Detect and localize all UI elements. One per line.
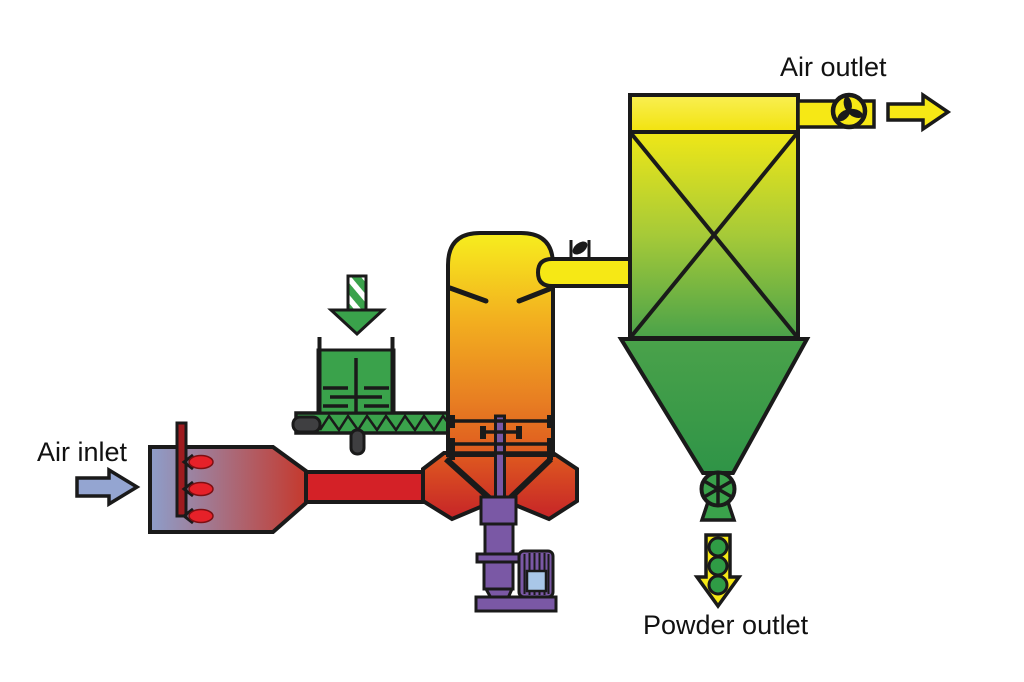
screw-bearing	[291, 415, 322, 434]
air-heater-body	[148, 445, 308, 534]
burner-flame-icon	[188, 454, 214, 470]
burner-flames	[188, 454, 214, 524]
filter-x-braces	[628, 130, 800, 340]
powder-granule	[707, 555, 729, 577]
air-inlet-group: Air inlet	[37, 437, 141, 508]
motor-base	[474, 595, 558, 613]
feed-arrow-shaft	[346, 274, 368, 313]
chamber-outlet-duct-group	[535, 240, 632, 288]
hopper-agitator	[323, 358, 389, 412]
air-inlet-label: Air inlet	[37, 437, 128, 467]
burner-nozzle-icon	[181, 453, 194, 471]
feed-hopper-walls	[317, 337, 395, 413]
feed-arrow-head	[327, 308, 387, 337]
gearbox-block	[479, 495, 518, 526]
screw-feeder	[291, 411, 452, 456]
butterfly-valve-icon	[569, 240, 591, 259]
burner-flame-icon	[188, 481, 214, 497]
gearbox-column	[483, 522, 515, 556]
burner-nozzle-icon	[181, 507, 194, 525]
air-outlet-arrow-icon	[886, 91, 952, 133]
pin-agitator-nubs	[449, 415, 553, 460]
filter-brace-line	[628, 130, 800, 340]
screw-drive-stub	[349, 428, 366, 456]
hot-air-duct	[304, 470, 425, 504]
pin-agitator	[449, 415, 553, 460]
air-outlet-group: Air outlet	[780, 52, 952, 133]
burner-nozzles	[181, 453, 194, 525]
rotary-valve-icon	[699, 470, 737, 508]
fan-icon	[830, 92, 868, 130]
feed-arrow-icon	[327, 274, 387, 337]
powder-discharge-group: Powder outlet	[643, 470, 809, 640]
motor-window	[525, 569, 548, 593]
powder-outlet-label: Powder outlet	[643, 610, 809, 640]
gas-deflectors	[447, 285, 555, 304]
burner-nozzle-icon	[181, 480, 194, 498]
powder-granule	[707, 536, 729, 558]
deflector-line	[447, 285, 489, 304]
chamber-outlet-duct	[535, 257, 632, 288]
filter-header	[628, 93, 800, 134]
air-outlet-label: Air outlet	[780, 52, 887, 82]
powder-outlet-arrow-icon	[693, 533, 743, 609]
feed-hopper	[316, 274, 396, 415]
air-inlet-arrow-icon	[75, 466, 141, 508]
filter-cone	[617, 337, 811, 475]
gearbox-lower	[482, 560, 515, 591]
powder-granule	[707, 574, 729, 596]
screw-flight	[318, 413, 450, 433]
burner-flame-icon	[188, 508, 214, 524]
burner-pipe	[175, 421, 188, 518]
agitator-drive	[474, 495, 558, 613]
bag-filter	[617, 93, 811, 475]
agitator-shaft	[494, 414, 506, 504]
deflector-line	[516, 285, 555, 304]
air-heater	[148, 421, 308, 534]
drying-chamber	[421, 231, 579, 522]
